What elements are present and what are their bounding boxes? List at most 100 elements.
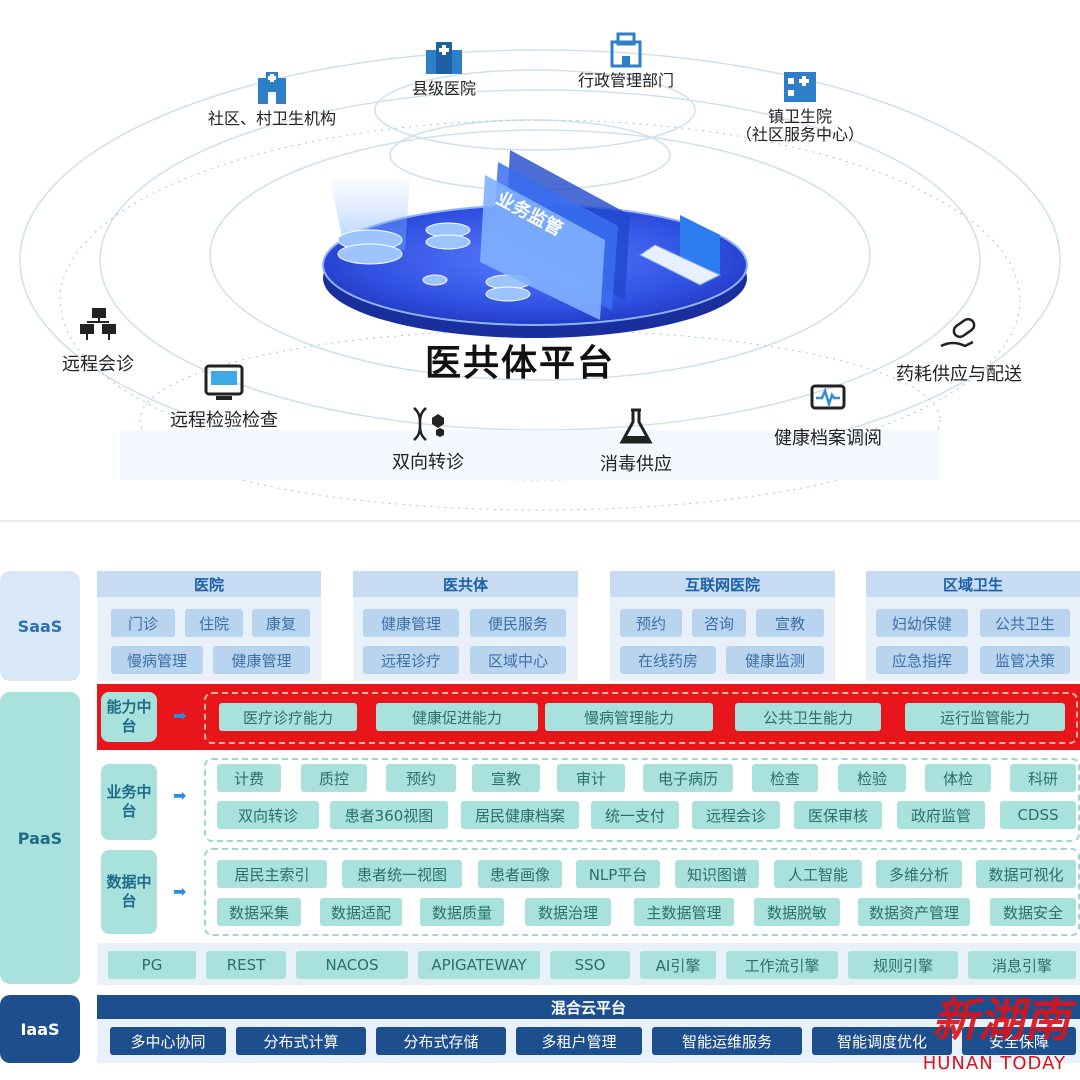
business-item: 审计 (557, 764, 625, 792)
pill-hand-icon (940, 317, 976, 348)
data-item: 多维分析 (876, 860, 962, 888)
business-dashed-frame (204, 758, 1080, 842)
data-item: 数据安全 (990, 898, 1076, 926)
service-drug-supply: 药耗供应与配送 (896, 316, 1022, 386)
capability-item: 医疗诊疗能力 (219, 703, 357, 731)
iaas-item: 安全保障 (962, 1027, 1076, 1055)
service-referral: 双向转诊 (392, 404, 464, 474)
capability-label: 能力中台 (101, 692, 157, 742)
tech-item: 规则引擎 (848, 951, 958, 979)
business-item: 居民健康档案 (461, 801, 579, 829)
saas-item: 慢病管理 (111, 646, 203, 674)
layer-saas-label: SaaS (0, 571, 80, 681)
business-item: 体检 (925, 764, 991, 792)
business-item: 预约 (386, 764, 456, 792)
layer-paas-label: PaaS (0, 692, 80, 984)
data-item: 数据可视化 (976, 860, 1076, 888)
capability-item: 慢病管理能力 (545, 703, 713, 731)
health-center-icon (784, 72, 816, 102)
business-item: 统一支付 (591, 801, 679, 829)
monitor-icon (204, 364, 244, 400)
saas-item: 应急指挥 (876, 646, 968, 674)
network-computers-icon (80, 308, 116, 340)
saas-group-title: 区域卫生 (866, 571, 1080, 597)
layer-iaas-label: IaaS (0, 995, 80, 1063)
service-disinfection: 消毒供应 (600, 406, 672, 476)
service-remote-exam: 远程检验检查 (170, 362, 278, 432)
tech-item: 消息引擎 (968, 951, 1076, 979)
data-item: 患者画像 (478, 860, 562, 888)
dotted-rings (59, 119, 1021, 511)
arrow-right-icon: ➡ (173, 882, 187, 901)
node-label: 县级医院 (412, 79, 477, 98)
capability-item: 公共卫生能力 (735, 703, 881, 731)
screen-stack (480, 150, 630, 320)
platform-graphic (19, 49, 1061, 511)
office-building-icon (610, 32, 642, 68)
data-item: 数据适配 (320, 898, 402, 926)
iaas-item: 智能运维服务 (652, 1027, 802, 1055)
saas-item: 咨询 (692, 609, 746, 637)
data-item: 患者统一视图 (342, 860, 462, 888)
business-item: 检查 (752, 764, 818, 792)
saas-item: 公共卫生 (980, 609, 1070, 637)
business-label: 业务中台 (101, 764, 157, 840)
service-label: 消毒供应 (600, 454, 672, 475)
iaas-item: 多中心协同 (110, 1027, 226, 1055)
iaas-item: 分布式存储 (376, 1027, 506, 1055)
data-item: 居民主索引 (217, 860, 327, 888)
tech-item: APIGATEWAY (418, 951, 540, 979)
section-divider (0, 520, 1080, 522)
tech-item: REST (206, 951, 286, 979)
data-item: 数据脱敏 (754, 898, 840, 926)
business-item: 电子病历 (643, 764, 733, 792)
arrow-right-icon: ➡ (173, 786, 187, 805)
saas-item: 预约 (620, 609, 682, 637)
saas-item: 健康管理 (213, 646, 310, 674)
clinic-icon (258, 72, 286, 104)
data-center-dashed-frame (204, 848, 1080, 936)
saas-group-title: 医院 (97, 571, 321, 597)
saas-item: 在线药房 (620, 646, 716, 674)
arrow-right-icon: ➡ (173, 706, 187, 725)
tech-item: PG (108, 951, 196, 979)
saas-group-title: 医共体 (353, 571, 578, 597)
service-label: 远程会诊 (62, 354, 134, 375)
business-item: 检验 (838, 764, 906, 792)
node-admin-dept: 行政管理部门 (578, 32, 674, 90)
brand-watermark: 新湖南 (932, 993, 1070, 1047)
service-label: 双向转诊 (392, 452, 464, 473)
platform-title: 医共体平台 (424, 343, 615, 384)
capability-item: 运行监管能力 (905, 703, 1065, 731)
business-item: 科研 (1010, 764, 1076, 792)
business-item: 政府监管 (897, 801, 985, 829)
capability-item: 健康促进能力 (376, 703, 538, 731)
dna-icon (413, 407, 444, 441)
data-item: 知识图谱 (675, 860, 759, 888)
business-item: 远程会诊 (692, 801, 780, 829)
data-center-label: 数据中台 (101, 850, 157, 934)
iaas-item: 分布式计算 (236, 1027, 366, 1055)
saas-item: 妇幼保健 (876, 609, 968, 637)
brand-watermark-en: HUNAN TODAY (922, 1053, 1066, 1074)
capability-dashed-frame (204, 692, 1078, 744)
tech-item: AI引擎 (640, 951, 716, 979)
node-town-health-center: 镇卫生院 （社区服务中心） (736, 68, 864, 144)
node-label: 行政管理部门 (578, 71, 675, 90)
saas-item: 区域中心 (470, 646, 566, 674)
service-label: 药耗供应与配送 (896, 364, 1022, 385)
service-health-records: 健康档案调阅 (774, 380, 882, 450)
iaas-item: 多租户管理 (516, 1027, 642, 1055)
saas-item: 健康监测 (726, 646, 824, 674)
tech-item: NACOS (296, 951, 408, 979)
data-item: 人工智能 (774, 860, 862, 888)
node-label-line2: （社区服务中心） (736, 125, 865, 144)
health-monitor-icon (810, 384, 846, 410)
service-remote-consult: 远程会诊 (62, 306, 134, 376)
business-item: 质控 (301, 764, 367, 792)
node-label: 社区、村卫生机构 (208, 109, 337, 128)
saas-item: 监管决策 (980, 646, 1070, 674)
business-item: CDSS (1000, 801, 1076, 829)
node-label-line1: 镇卫生院 (768, 107, 833, 126)
particles (120, 430, 940, 480)
